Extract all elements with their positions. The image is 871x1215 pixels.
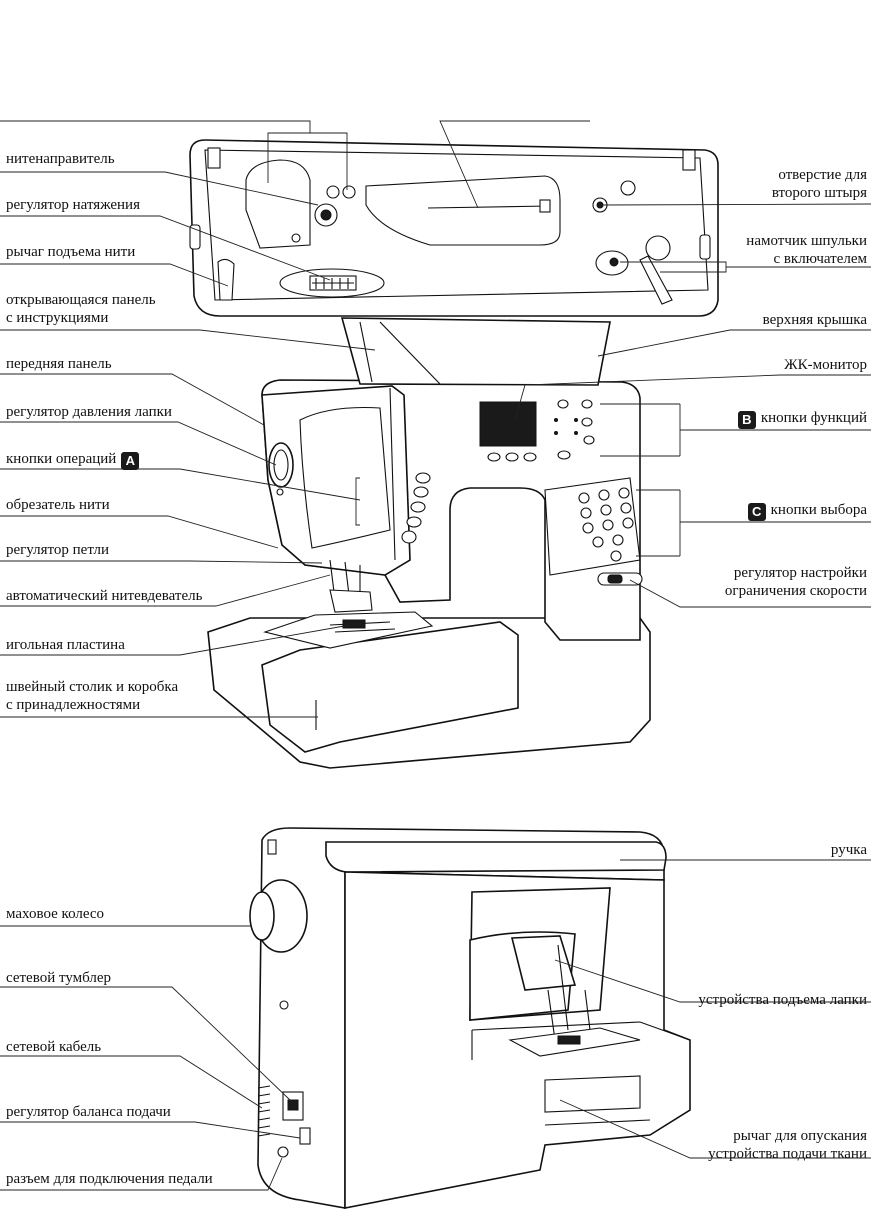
label-thread-cutter: обрезатель нити bbox=[6, 497, 110, 513]
label-pedal-jack: разъем для подключения педали bbox=[6, 1171, 213, 1187]
label-feed-balance: регулятор баланса подачи bbox=[6, 1104, 171, 1120]
label-power-switch: сетевой тумблер bbox=[6, 970, 112, 986]
label-feed-drop-line2: устройства подачи ткани bbox=[708, 1146, 867, 1162]
label-operation-buttons: кнопки операций bbox=[6, 451, 117, 467]
label-bobbin-winder-line2: с включателем bbox=[773, 251, 867, 267]
label-power-cord: сетевой кабель bbox=[6, 1039, 102, 1055]
machine-front-drawing bbox=[189, 139, 719, 769]
leader-lines-bottom bbox=[0, 859, 871, 1191]
label-handwheel: маховое колесо bbox=[6, 906, 105, 922]
label-presser-lifter: устройства подъема лапки bbox=[698, 992, 867, 1008]
label-top-cover: верхняя крышка bbox=[762, 312, 867, 328]
label-extension-table-line2: с принадлежностями bbox=[6, 697, 141, 713]
label-lcd-monitor: ЖК-монитор bbox=[784, 357, 867, 373]
leader-lines-top-left bbox=[0, 120, 376, 718]
label-presser-pressure: регулятор давления лапки bbox=[6, 404, 172, 420]
machine-rear-drawing bbox=[249, 827, 691, 1209]
label-take-up-lever: рычаг подъема нити bbox=[6, 244, 136, 260]
badge-b: B bbox=[737, 411, 756, 429]
label-function-buttons: кнопки функций bbox=[760, 410, 867, 426]
label-instruction-panel-line2: с инструкциями bbox=[6, 310, 109, 326]
badge-a: A bbox=[121, 452, 140, 470]
label-selection-buttons: кнопки выбора bbox=[770, 502, 867, 518]
label-needle-plate: игольная пластина bbox=[6, 637, 125, 653]
label-speed-limit-line2: ограничения скорости bbox=[724, 583, 867, 599]
label-instruction-panel-line1: открывающаяся панель bbox=[6, 292, 156, 308]
label-bobbin-winder-line1: намотчик шпульки bbox=[746, 233, 867, 249]
label-extension-table-line1: швейный столик и коробка bbox=[6, 679, 179, 695]
label-speed-limit-line1: регулятор настройки bbox=[733, 565, 867, 581]
label-thread-guide: нитенаправитель bbox=[6, 151, 115, 167]
label-buttonhole-lever: регулятор петли bbox=[6, 542, 110, 558]
label-handle: ручка bbox=[830, 842, 867, 858]
label-feed-drop-line1: рычаг для опускания bbox=[733, 1128, 867, 1144]
label-needle-threader: автоматический нитевдеватель bbox=[6, 588, 203, 604]
badge-c: C bbox=[747, 503, 766, 521]
leader-lines-top-right bbox=[439, 120, 871, 608]
label-tension-dial: регулятор натяжения bbox=[6, 197, 140, 213]
label-spool-pin-hole-line1: отверстие для bbox=[778, 167, 867, 183]
label-spool-pin-hole-line2: второго штыря bbox=[771, 185, 867, 201]
label-front-panel: передняя панель bbox=[6, 356, 112, 372]
